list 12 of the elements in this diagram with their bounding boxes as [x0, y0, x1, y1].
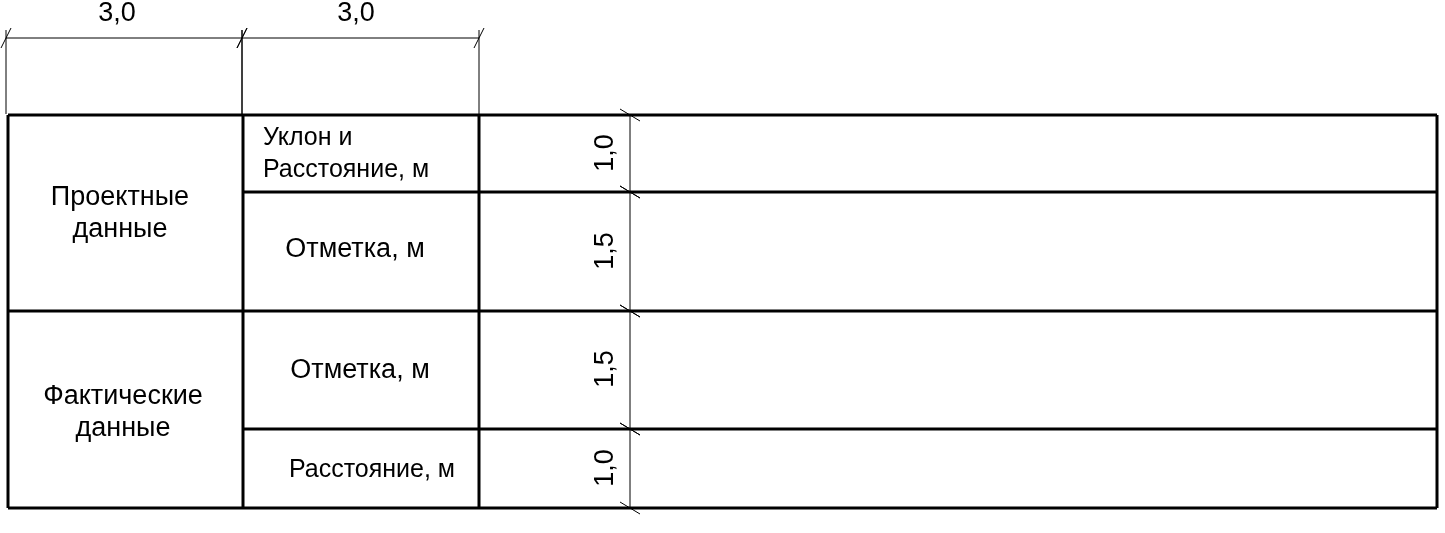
- row-subheader: Расстояние, м: [288, 453, 456, 484]
- dimension-value: 3,0: [98, 0, 136, 28]
- row-header: Проектные данные: [49, 180, 191, 244]
- dimension-value: 1,5: [588, 350, 620, 388]
- row-subheader: Уклон и Расстояние, м: [263, 121, 431, 184]
- dimension-value: 1,5: [588, 232, 620, 270]
- row-subheader: Отметка, м: [290, 353, 430, 385]
- row-subheader: Отметка, м: [285, 232, 425, 264]
- row-header: Фактические данные: [42, 379, 204, 443]
- dimension-value: 3,0: [337, 0, 375, 28]
- dimension-value: 1,0: [588, 134, 620, 172]
- dimension-value: 1,0: [588, 449, 620, 487]
